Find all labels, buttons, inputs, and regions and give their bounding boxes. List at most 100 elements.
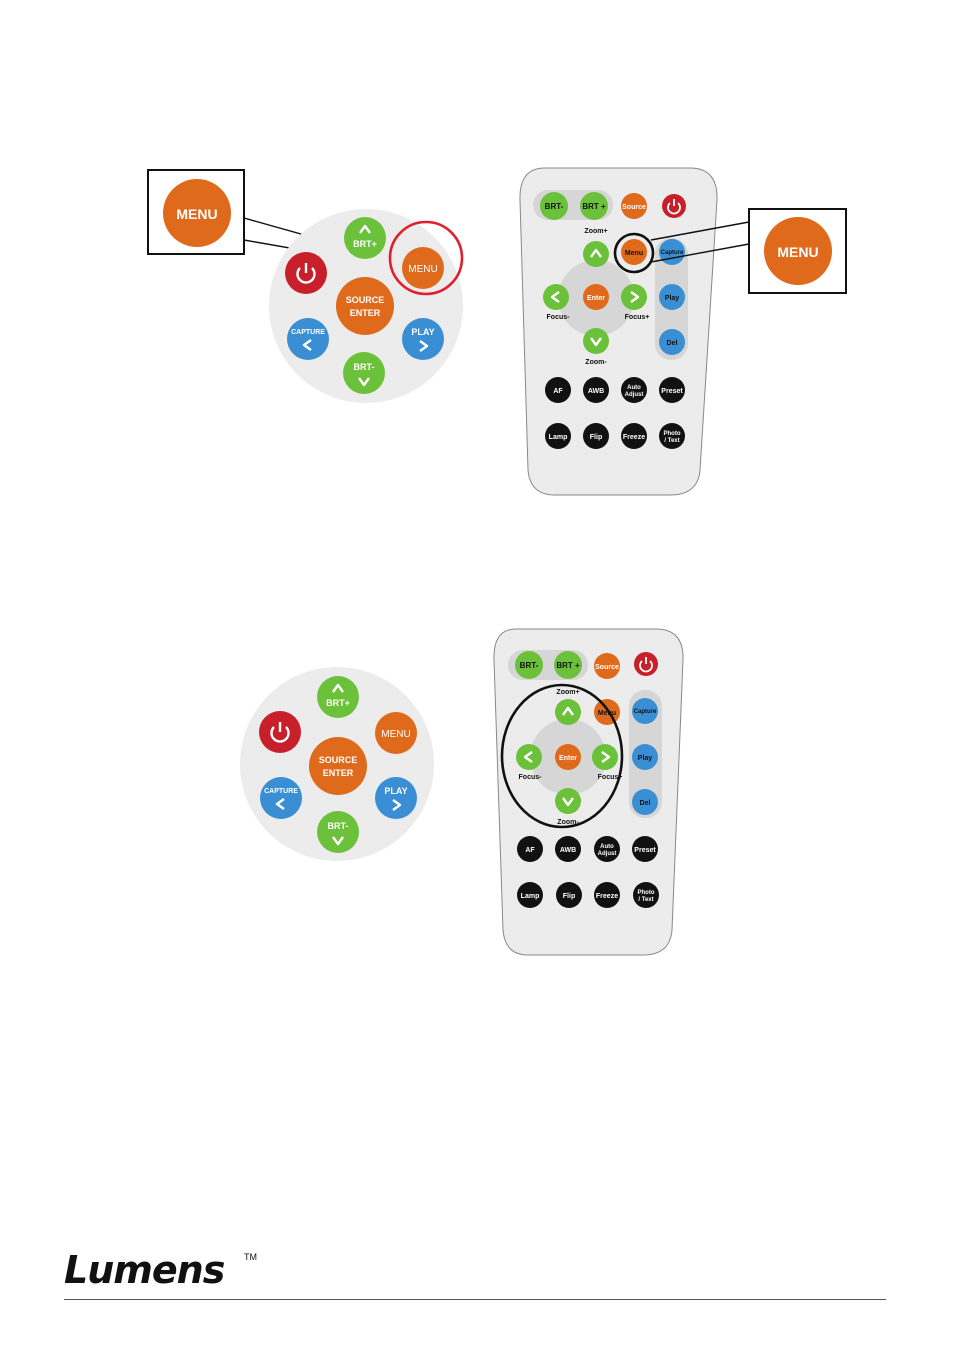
remote-power-button[interactable] (662, 194, 686, 218)
remote2-zoom-plus-label: Zoom+ (556, 689, 579, 696)
remote2-capture-button[interactable]: Capture (632, 698, 658, 724)
remote2-brt-minus-label: BRT- (520, 661, 539, 670)
remote-af-label: AF (553, 388, 563, 395)
remote2-flip-label: Flip (563, 893, 575, 900)
menu-button[interactable]: MENU (402, 247, 444, 289)
power-button[interactable] (285, 252, 327, 294)
keypad2-menu-button[interactable]: MENU (375, 712, 417, 754)
remote-brt-minus-button[interactable]: BRT- (540, 192, 568, 220)
remote2-source-button[interactable]: Source (594, 653, 620, 679)
brt-minus-label: BRT- (354, 362, 375, 372)
callout-right-menu-label: MENU (777, 244, 818, 260)
brt-plus-button[interactable]: BRT+ (344, 217, 386, 259)
remote-zoom-plus-button[interactable] (583, 241, 609, 267)
keypad2-capture-button[interactable]: CAPTURE (260, 777, 302, 819)
remote2-photo-text-button[interactable]: Photo / Text (633, 882, 659, 908)
source-label: SOURCE (346, 295, 385, 305)
keypad2-play-button[interactable]: PLAY (375, 777, 417, 819)
remote2-source-label: Source (595, 664, 619, 671)
keypad2-power-button[interactable] (259, 711, 301, 753)
remote-zoom-minus-button[interactable] (583, 328, 609, 354)
lumens-logo: Lumens (64, 1248, 225, 1292)
remote-brt-plus-button[interactable]: BRT + (580, 192, 608, 220)
keypad-1: BRT+ MENU SOURCE ENTER CAPTURE PLAY (269, 209, 464, 403)
remote-capture-button[interactable]: Capture (659, 239, 685, 265)
remote-text-label: / Text (664, 438, 679, 444)
remote2-brt-minus-button[interactable]: BRT- (515, 651, 543, 679)
remote-auto-label: Auto (627, 385, 641, 391)
keypad2-enter-label: ENTER (323, 768, 354, 778)
remote2-del-label: Del (640, 800, 651, 807)
keypad2-brt-plus-label: BRT+ (326, 698, 350, 708)
remote2-power-icon (639, 657, 653, 673)
remote-af-button[interactable]: AF (545, 377, 571, 403)
remote2-brt-plus-label: BRT + (556, 661, 580, 670)
remote2-af-button[interactable]: AF (517, 836, 543, 862)
remote2-enter-label: Enter (559, 755, 577, 762)
remote2-focus-plus-button[interactable] (592, 744, 618, 770)
remote-flip-button[interactable]: Flip (583, 423, 609, 449)
remote-enter-button[interactable]: Enter (583, 284, 609, 310)
brt-minus-button[interactable]: BRT- (343, 352, 385, 394)
remote-menu-button[interactable]: Menu (621, 239, 647, 265)
remote2-zoom-minus-button[interactable] (555, 788, 581, 814)
manual-figures: MENU BRT+ MENU SOURCE ENTER (147, 167, 847, 956)
remote-freeze-button[interactable]: Freeze (621, 423, 647, 449)
remote2-enter-button[interactable]: Enter (555, 744, 581, 770)
remote2-awb-label: AWB (560, 847, 576, 854)
remote-source-button[interactable]: Source (621, 193, 647, 219)
remote-photo-label: Photo (664, 431, 681, 437)
callout-menu-label: MENU (176, 206, 217, 222)
remote-play-label: Play (665, 295, 680, 302)
remote-awb-button[interactable]: AWB (583, 377, 609, 403)
remote-preset-button[interactable]: Preset (659, 377, 685, 403)
capture-button[interactable]: CAPTURE (287, 318, 329, 360)
footer-divider (64, 1299, 886, 1300)
remote2-del-button[interactable]: Del (632, 789, 658, 815)
remote-focus-plus-button[interactable] (621, 284, 647, 310)
remote-menu-label: Menu (625, 250, 643, 257)
keypad2-source-enter-button[interactable]: SOURCE ENTER (309, 737, 367, 795)
remote2-lamp-button[interactable]: Lamp (517, 882, 543, 908)
remote-zoom-plus-label: Zoom+ (584, 228, 607, 235)
keypad2-brt-minus-label: BRT- (328, 821, 349, 831)
keypad2-capture-label: CAPTURE (264, 788, 298, 795)
remote-focus-minus-button[interactable] (543, 284, 569, 310)
remote-capture-label: Capture (661, 250, 684, 256)
remote2-preset-button[interactable]: Preset (632, 836, 658, 862)
menu-callout-right: MENU (650, 208, 847, 294)
keypad2-brt-minus-button[interactable]: BRT- (317, 811, 359, 853)
remote2-awb-button[interactable]: AWB (555, 836, 581, 862)
power-icon (296, 263, 316, 284)
remote-menu-highlight-ring (613, 232, 655, 274)
navigation-highlight-ellipse (500, 683, 624, 829)
capture-label: CAPTURE (291, 329, 325, 336)
remote2-flip-button[interactable]: Flip (556, 882, 582, 908)
remote-photo-text-button[interactable]: Photo / Text (659, 423, 685, 449)
remote-del-button[interactable]: Del (659, 329, 685, 355)
remote2-menu-button[interactable]: Menu (594, 699, 620, 725)
remote2-freeze-button[interactable]: Freeze (594, 882, 620, 908)
trademark-mark: TM (244, 1252, 257, 1262)
remote2-auto-adjust-button[interactable]: Auto Adjust (594, 836, 620, 862)
remote2-photo-label: Photo (638, 890, 655, 896)
remote-auto-adjust-button[interactable]: Auto Adjust (621, 377, 647, 403)
remote2-play-button[interactable]: Play (632, 744, 658, 770)
keypad2-menu-label: MENU (381, 729, 410, 740)
remote2-focus-minus-button[interactable] (516, 744, 542, 770)
remote-preset-label: Preset (661, 388, 683, 395)
remote-lamp-button[interactable]: Lamp (545, 423, 571, 449)
play-button[interactable]: PLAY (402, 318, 444, 360)
remote-focus-minus-label: Focus- (547, 314, 571, 321)
remote-lamp-label: Lamp (549, 434, 568, 441)
remote2-zoom-plus-button[interactable] (555, 699, 581, 725)
remote-zoom-minus-label: Zoom- (585, 359, 607, 366)
remote-play-button[interactable]: Play (659, 284, 685, 310)
remote2-preset-label: Preset (634, 847, 656, 854)
source-enter-button[interactable]: SOURCE ENTER (336, 277, 394, 335)
remote2-brt-plus-button[interactable]: BRT + (554, 651, 582, 679)
remote2-power-button[interactable] (634, 652, 658, 676)
keypad2-brt-plus-button[interactable]: BRT+ (317, 676, 359, 718)
remote2-auto-label: Auto (600, 844, 614, 850)
brt-plus-label: BRT+ (353, 239, 377, 249)
